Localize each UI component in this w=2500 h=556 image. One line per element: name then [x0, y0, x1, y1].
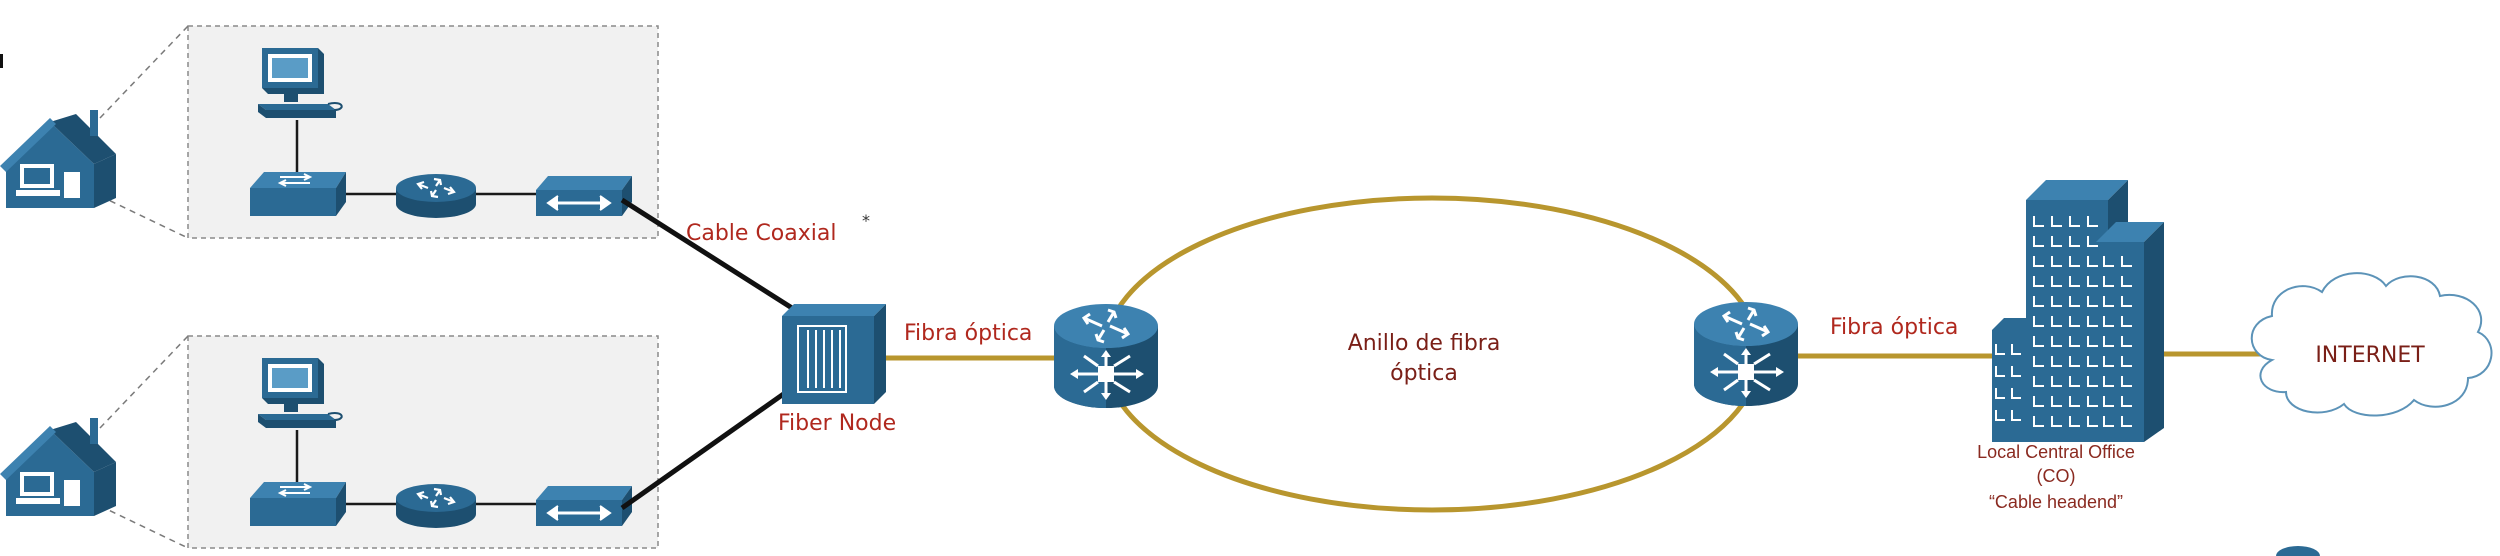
label-ring-line2: óptica — [1390, 361, 1458, 386]
core-router-icon — [1692, 300, 1800, 408]
label-fibra-optica-left: Fibra óptica — [904, 321, 1032, 346]
switch-icon — [249, 171, 347, 217]
router-icon — [394, 172, 478, 220]
callout-lines — [99, 25, 189, 549]
coaxial-cables — [620, 197, 794, 511]
partial-circle-decoration — [2276, 546, 2320, 556]
label-fibra-optica-right: Fibra óptica — [1830, 315, 1958, 340]
cable-modem-icon — [534, 484, 634, 528]
label-co-line2: (CO) — [2037, 466, 2076, 486]
label-stray-mark: * — [862, 211, 870, 230]
cloud-icon — [2250, 272, 2493, 417]
building-icon — [1992, 180, 2164, 442]
home-lan-links — [295, 120, 538, 506]
router-icon — [394, 482, 478, 530]
label-co-line1: Local Central Office — [1977, 442, 2135, 462]
label-cable-coaxial: Cable Coaxial — [686, 221, 836, 246]
switch-icon — [249, 481, 347, 527]
core-router-icon — [1052, 302, 1160, 410]
label-co-line3: “Cable headend” — [1989, 492, 2123, 512]
label-internet: INTERNET — [2315, 343, 2425, 368]
edge-mark — [0, 54, 3, 68]
house-icon — [0, 110, 116, 208]
fiber-node-icon — [781, 303, 887, 405]
label-ring-line1: Anillo de fibra — [1348, 331, 1501, 356]
label-fiber-node: Fiber Node — [778, 411, 896, 436]
house-icon — [0, 418, 116, 516]
fiber-links — [884, 351, 2260, 361]
cable-modem-icon — [534, 174, 634, 218]
